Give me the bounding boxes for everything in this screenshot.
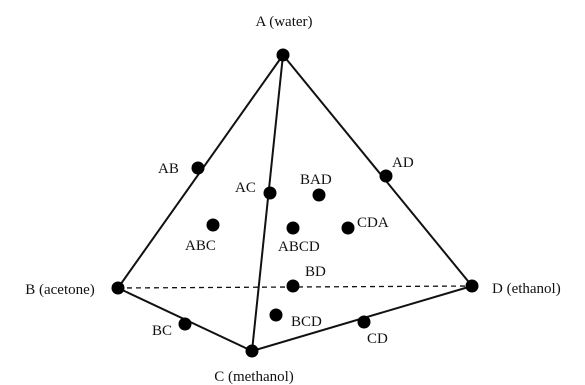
point-ac bbox=[263, 186, 277, 200]
label-c-methanol: C (methanol) bbox=[214, 369, 294, 385]
label-cd: CD bbox=[367, 331, 388, 347]
label-cda: CDA bbox=[357, 215, 389, 231]
label-a-water: A (water) bbox=[255, 14, 312, 30]
point-b bbox=[111, 281, 125, 295]
label-ac: AC bbox=[235, 180, 256, 196]
point-bad bbox=[312, 188, 326, 202]
edge-a-d bbox=[282, 54, 473, 287]
label-abc: ABC bbox=[185, 238, 216, 254]
label-bc: BC bbox=[152, 323, 172, 339]
label-b-acetone: B (acetone) bbox=[25, 282, 95, 298]
point-a bbox=[276, 48, 290, 62]
point-abcd bbox=[286, 221, 300, 235]
mixture-points bbox=[111, 48, 479, 358]
point-labels: A (water) B (acetone) C (methanol) D (et… bbox=[25, 14, 561, 385]
tetrahedron-edges bbox=[117, 54, 473, 352]
label-bd: BD bbox=[305, 264, 326, 280]
point-bcd bbox=[269, 308, 283, 322]
label-ad: AD bbox=[392, 155, 414, 171]
point-ab bbox=[191, 161, 205, 175]
point-cd bbox=[357, 315, 371, 329]
point-d bbox=[465, 279, 479, 293]
point-bc bbox=[178, 317, 192, 331]
label-d-ethanol: D (ethanol) bbox=[492, 281, 561, 297]
edge-a-c bbox=[251, 54, 284, 352]
point-bd bbox=[286, 279, 300, 293]
label-abcd: ABCD bbox=[278, 239, 320, 255]
label-bcd: BCD bbox=[291, 314, 322, 330]
point-ad bbox=[379, 169, 393, 183]
point-abc bbox=[206, 218, 220, 232]
point-c bbox=[245, 344, 259, 358]
point-cda bbox=[341, 221, 355, 235]
label-bad: BAD bbox=[300, 172, 332, 188]
label-ab: AB bbox=[158, 161, 179, 177]
